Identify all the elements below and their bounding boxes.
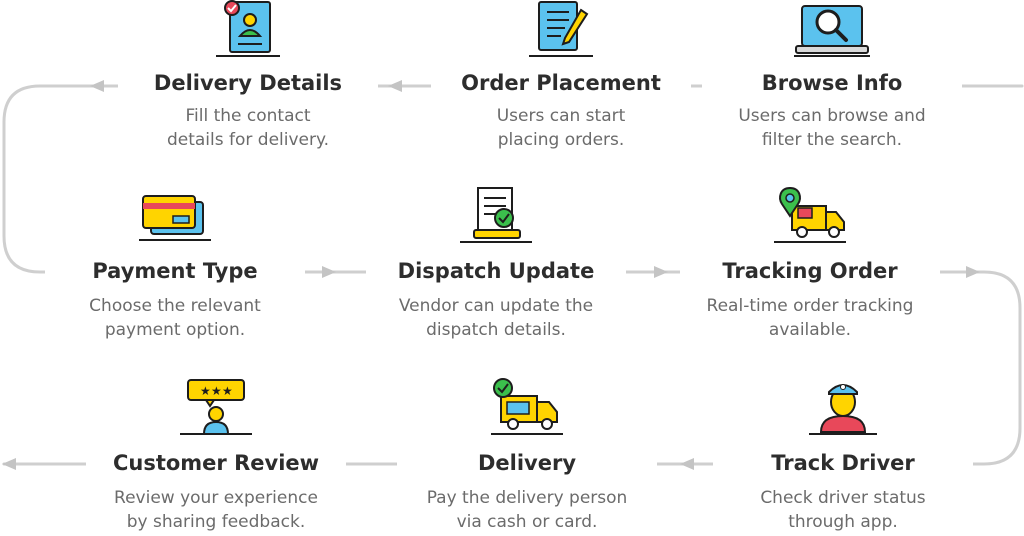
- step-payment-type: Payment Type Choose the relevant payment…: [45, 186, 305, 346]
- arrow-left-icon: [90, 80, 104, 92]
- step-title: Browse Info: [702, 70, 962, 96]
- arrow-right-icon: [654, 266, 668, 278]
- step-description: Vendor can update the dispatch details.: [398, 296, 594, 340]
- step-customer-review: ★ ★ ★ Customer Review Review your experi…: [86, 376, 346, 536]
- arrow-left-icon: [388, 80, 402, 92]
- step-description: Pay the delivery person via cash or card…: [426, 488, 628, 532]
- step-description: Choose the relevant payment option.: [89, 296, 261, 340]
- step-description: Check driver status through app.: [760, 488, 926, 532]
- svg-text:★: ★: [200, 384, 211, 398]
- rating-review-icon: ★ ★ ★: [180, 379, 252, 435]
- step-title: Tracking Order: [680, 258, 940, 284]
- step-description: Real-time order tracking available.: [706, 296, 914, 340]
- contact-form-icon: [216, 0, 280, 57]
- arrow-right-icon: [966, 266, 980, 278]
- step-delivery: Delivery Pay the delivery person via cas…: [397, 376, 657, 536]
- step-title: Customer Review: [86, 450, 346, 476]
- step-browse-info: Browse Info Users can browse and filter …: [702, 0, 962, 160]
- svg-text:★: ★: [222, 384, 233, 398]
- arrow-left-icon: [680, 458, 694, 470]
- search-laptop-icon: [794, 5, 870, 57]
- driver-icon: [809, 384, 877, 435]
- delivery-truck-check-icon: [491, 378, 563, 435]
- receipt-check-icon: [460, 187, 532, 243]
- order-form-icon: [529, 1, 593, 57]
- step-title: Delivery: [397, 450, 657, 476]
- step-order-placement: Order Placement Users can start placing …: [431, 0, 691, 160]
- step-title: Track Driver: [713, 450, 973, 476]
- step-description: Users can start placing orders.: [496, 106, 626, 150]
- svg-text:★: ★: [211, 384, 222, 398]
- step-tracking-order: Tracking Order Real-time order tracking …: [680, 186, 940, 346]
- step-description: Fill the contact details for delivery.: [166, 106, 330, 150]
- credit-card-icon: [139, 195, 211, 241]
- step-description: Users can browse and filter the search.: [738, 106, 926, 150]
- step-title: Payment Type: [45, 258, 305, 284]
- step-description: Review your experience by sharing feedba…: [114, 488, 318, 532]
- step-title: Dispatch Update: [366, 258, 626, 284]
- step-dispatch-update: Dispatch Update Vendor can update the di…: [366, 186, 626, 346]
- step-title: Order Placement: [431, 70, 691, 96]
- step-delivery-details: Delivery Details Fill the contact detail…: [118, 0, 378, 160]
- arrow-left-icon: [2, 458, 16, 470]
- truck-location-icon: [774, 186, 846, 243]
- step-title: Delivery Details: [118, 70, 378, 96]
- step-track-driver: Track Driver Check driver status through…: [713, 376, 973, 536]
- arrow-right-icon: [322, 266, 336, 278]
